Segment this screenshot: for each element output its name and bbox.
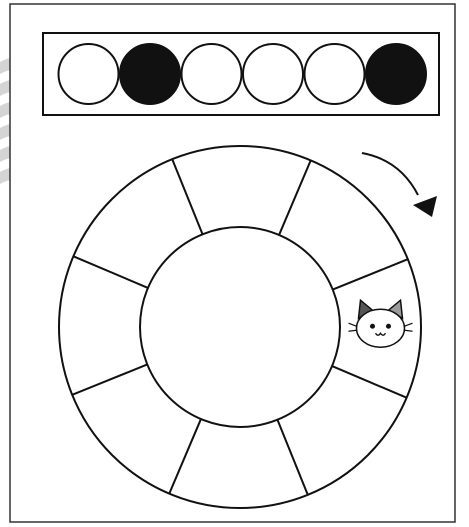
cat-eye-right xyxy=(386,324,391,329)
wheel-inner-circle xyxy=(140,227,340,427)
sequence-circle-5 xyxy=(305,44,365,104)
sequence-circle-3 xyxy=(182,44,242,104)
sequence-circle-4 xyxy=(243,44,303,104)
cat-head xyxy=(356,309,404,347)
sequence-circle-2 xyxy=(120,44,180,104)
sequence-circle-6 xyxy=(366,44,426,104)
cat-eye-left xyxy=(370,324,375,329)
wheel xyxy=(59,146,421,508)
sequence-circle-1 xyxy=(59,44,119,104)
sequence-panel xyxy=(43,33,439,115)
